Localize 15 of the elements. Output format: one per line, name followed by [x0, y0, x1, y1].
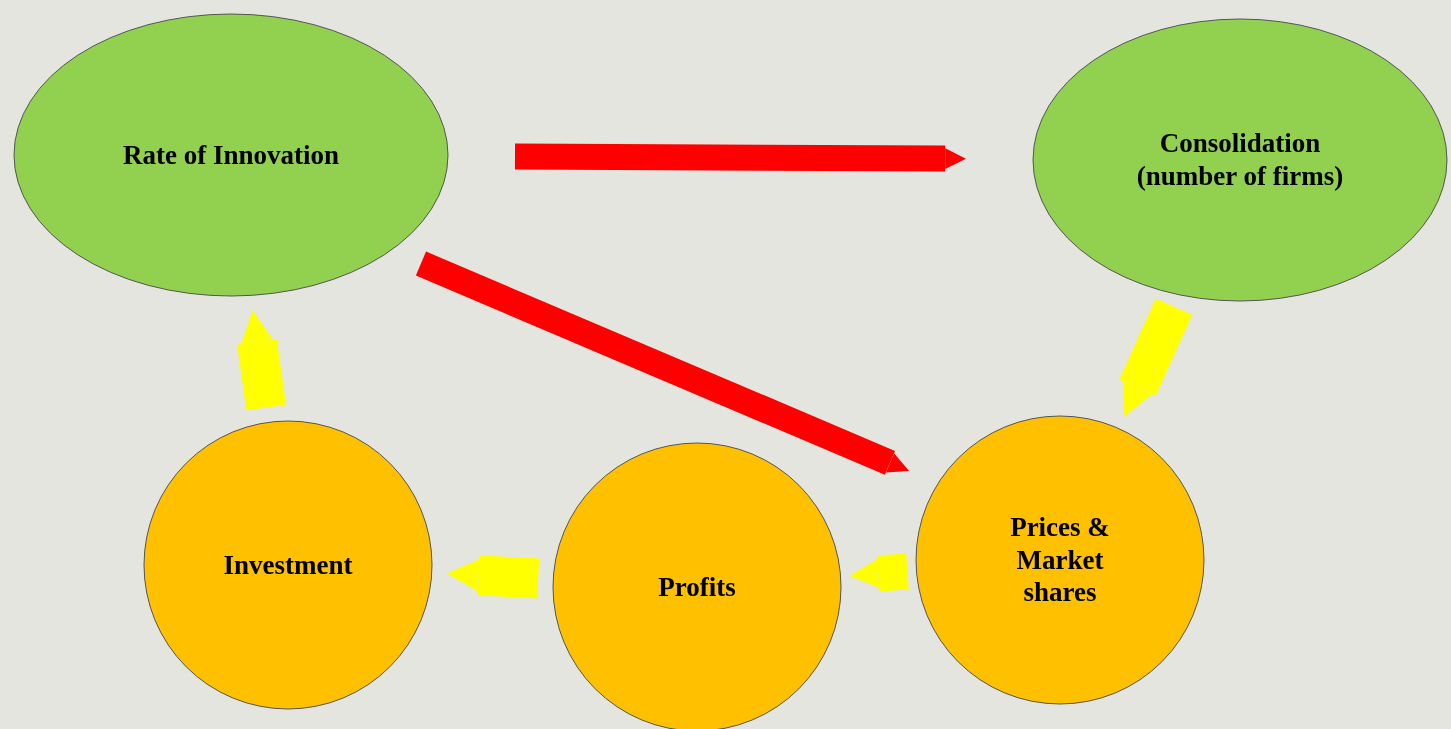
block-arrow [514, 143, 966, 172]
circle-node [143, 420, 433, 710]
node-label: Prices & Market shares [1009, 510, 1111, 610]
ellipse-node [13, 13, 449, 297]
block-arrow [415, 251, 910, 475]
block-arrow [446, 555, 540, 599]
node-label: Consolidation (number of firms) [1135, 127, 1345, 193]
block-arrow [849, 553, 909, 592]
node-label: Investment [222, 548, 354, 582]
circle-node [915, 415, 1205, 705]
node-label: Profits [657, 570, 737, 604]
node-label: Rate of Innovation [122, 138, 340, 172]
block-arrow [1119, 298, 1193, 417]
ellipse-node [1032, 18, 1448, 302]
block-arrow [237, 310, 286, 411]
